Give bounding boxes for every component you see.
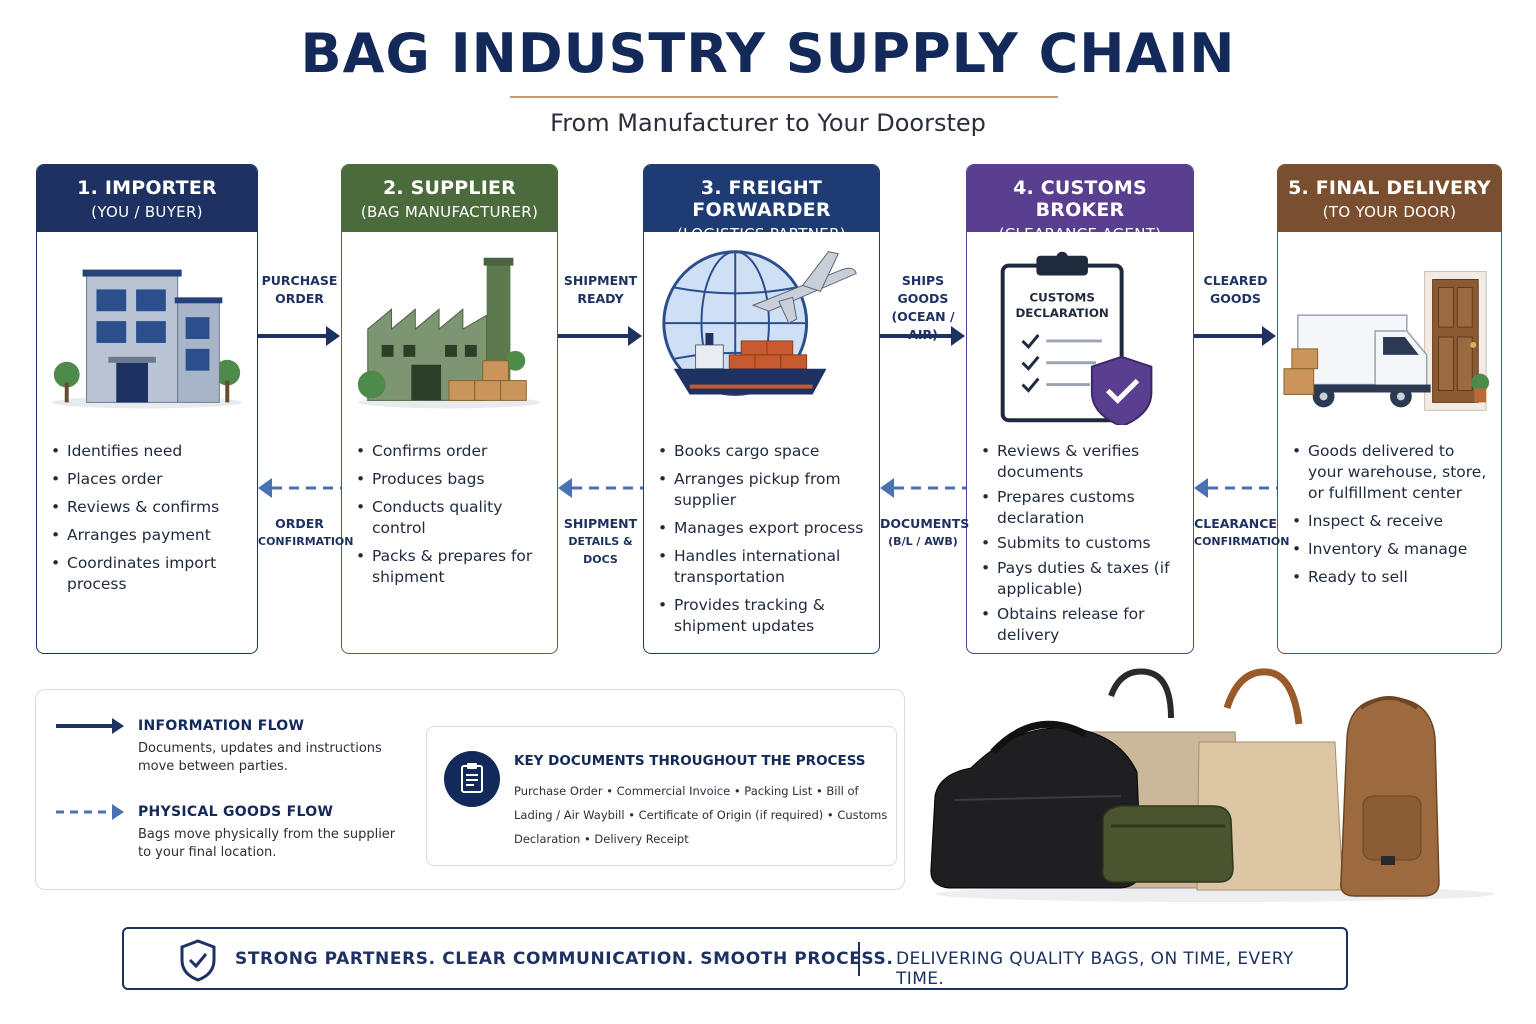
goods-flow-arrow — [558, 478, 643, 498]
list-item: Reviews & confirms — [51, 497, 249, 518]
page-title: BAG INDUSTRY SUPPLY CHAIN — [300, 22, 1236, 85]
document-clipboard-icon — [444, 751, 500, 807]
globe-ship-plane-icon — [662, 250, 857, 396]
stage-header: 2. SUPPLIER (BAG MANUFACTURER) — [342, 165, 557, 232]
stage-title: 5. FINAL DELIVERY — [1288, 177, 1491, 199]
list-item: Provides tracking & shipment updates — [658, 595, 871, 637]
stage-card-final-delivery: 5. FINAL DELIVERY (TO YOUR DOOR) Goods d… — [1277, 164, 1502, 654]
stage-title: 4. CUSTOMS BROKER — [1013, 177, 1147, 221]
stage-subtitle: (TO YOUR DOOR) — [1322, 203, 1457, 221]
list-item: Submits to customs — [981, 533, 1185, 554]
footer-tagline: STRONG PARTNERS. CLEAR COMMUNICATION. SM… — [235, 949, 894, 969]
list-item: Reviews & verifies documents — [981, 441, 1185, 483]
list-item: Manages export process — [658, 518, 871, 539]
information-flow-arrow — [1194, 326, 1276, 346]
stage-header: 3. FREIGHT FORWARDER (LOGISTICS PARTNER) — [644, 165, 879, 243]
information-flow-arrow — [558, 326, 642, 346]
stage-header: 1. IMPORTER (YOU / BUYER) — [37, 165, 257, 232]
information-flow-arrow — [56, 718, 124, 734]
shield-check-icon — [180, 939, 216, 982]
footer-promise: DELIVERING QUALITY BAGS, ON TIME, EVERY … — [896, 949, 1294, 989]
key-documents-title: KEY DOCUMENTS THROUGHOUT THE PROCESS — [514, 753, 866, 769]
stage-duties-list: Goods delivered to your warehouse, store… — [1292, 441, 1493, 595]
footer-banner: STRONG PARTNERS. CLEAR COMMUNICATION. SM… — [122, 927, 1348, 990]
stage-card-importer: 1. IMPORTER (YOU / BUYER) Identifies nee… — [36, 164, 258, 654]
stage-card-customs-broker: 4. CUSTOMS BROKER (CLEARANCE AGENT) CUST… — [966, 164, 1194, 654]
stage-title: 1. IMPORTER — [77, 177, 217, 199]
list-item: Confirms order — [356, 441, 549, 462]
stage-subtitle: (YOU / BUYER) — [91, 203, 203, 221]
stage-duties-list: Reviews & verifies documents Prepares cu… — [981, 441, 1185, 650]
stage-duties-list: Identifies need Places order Reviews & c… — [51, 441, 249, 602]
list-item: Obtains release for delivery — [981, 604, 1185, 646]
list-item: Handles international transportation — [658, 546, 871, 588]
goods-flow-arrow — [258, 478, 341, 498]
list-item: Inspect & receive — [1292, 511, 1493, 532]
connector-top-label: SHIPS GOODS(OCEAN / AIR) — [891, 273, 955, 342]
page-subtitle: From Manufacturer to Your Doorstep — [550, 109, 986, 137]
list-item: Packs & prepares for shipment — [356, 546, 549, 588]
bags-product-illustration — [930, 668, 1495, 902]
list-item: Conducts quality control — [356, 497, 549, 539]
footer-divider — [858, 942, 860, 976]
stage-subtitle: (LOGISTICS PARTNER) — [677, 225, 846, 243]
stage-subtitle: (CLEARANCE AGENT) — [998, 225, 1162, 243]
list-item: Coordinates import process — [51, 553, 249, 595]
list-item: Arranges pickup from supplier — [658, 469, 871, 511]
list-item: Ready to sell — [1292, 567, 1493, 588]
clipboard-shield-icon: CUSTOMS DECLARATION — [1000, 251, 1153, 425]
stage-duties-list: Books cargo space Arranges pickup from s… — [658, 441, 871, 644]
list-item: Prepares customs declaration — [981, 487, 1185, 529]
stage-duties-list: Confirms order Produces bags Conducts qu… — [356, 441, 549, 595]
stage-header: 4. CUSTOMS BROKER (CLEARANCE AGENT) — [967, 165, 1193, 243]
key-documents-box: KEY DOCUMENTS THROUGHOUT THE PROCESS Pur… — [426, 726, 897, 866]
list-item: Inventory & manage — [1292, 539, 1493, 560]
legend-info-title: INFORMATION FLOW — [138, 718, 305, 734]
list-item: Produces bags — [356, 469, 549, 490]
clipboard-label: DECLARATION — [1015, 306, 1108, 320]
goods-flow-arrow — [880, 478, 966, 498]
goods-flow-arrow — [1194, 478, 1277, 498]
goods-flow-arrow — [56, 804, 124, 820]
key-documents-list: Purchase Order • Commercial Invoice • Pa… — [514, 784, 888, 846]
list-item: Identifies need — [51, 441, 249, 462]
title-divider — [510, 96, 1058, 98]
list-item: Pays duties & taxes (if applicable) — [981, 558, 1185, 600]
stage-title: 3. FREIGHT FORWARDER — [692, 177, 831, 221]
legend-goods-title: PHYSICAL GOODS FLOW — [138, 804, 334, 820]
factory-icon — [357, 257, 541, 409]
stage-card-freight-forwarder: 3. FREIGHT FORWARDER (LOGISTICS PARTNER)… — [643, 164, 880, 654]
stage-subtitle: (BAG MANUFACTURER) — [360, 203, 539, 221]
stage-title: 2. SUPPLIER — [382, 177, 516, 199]
list-item: Books cargo space — [658, 441, 871, 462]
information-flow-arrow — [880, 326, 965, 346]
stage-header: 5. FINAL DELIVERY (TO YOUR DOOR) — [1278, 165, 1501, 232]
connector-bottom-label: DOCUMENTS(B/L / AWB) — [880, 516, 970, 548]
information-flow-arrow — [258, 326, 340, 346]
list-item: Places order — [51, 469, 249, 490]
clipboard-label: CUSTOMS — [1029, 290, 1094, 304]
stage-card-supplier: 2. SUPPLIER (BAG MANUFACTURER) Confirms … — [341, 164, 558, 654]
legend-panel: INFORMATION FLOW Documents, updates and … — [35, 689, 905, 890]
office-building-icon — [51, 269, 243, 409]
list-item: Arranges payment — [51, 525, 249, 546]
delivery-truck-icon — [1283, 271, 1490, 411]
list-item: Goods delivered to your warehouse, store… — [1292, 441, 1493, 504]
